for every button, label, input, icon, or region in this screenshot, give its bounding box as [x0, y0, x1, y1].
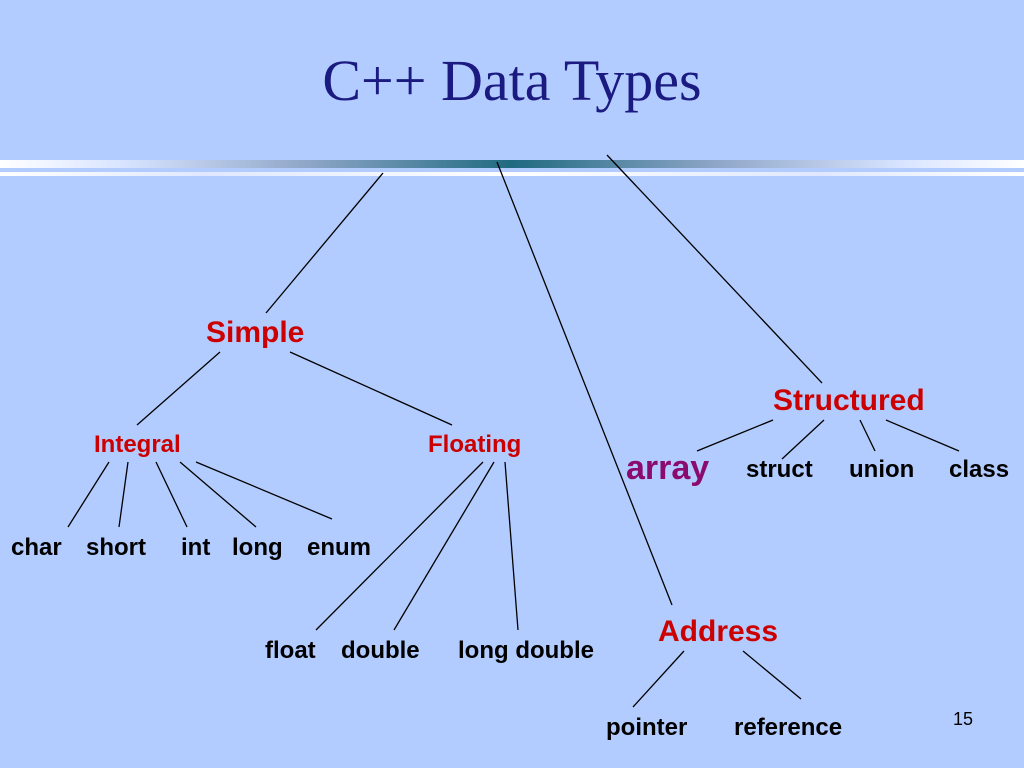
edge-address-reference — [742, 650, 802, 700]
node-class: class — [949, 456, 1010, 483]
node-integral: Integral — [94, 431, 181, 458]
edge-simple-integral — [136, 351, 221, 426]
node-long-double: long double — [458, 637, 594, 664]
node-double: double — [341, 637, 420, 664]
node-structured: Structured — [773, 384, 925, 417]
edge-simple-floating — [289, 351, 453, 426]
page-number: 15 — [953, 709, 974, 729]
node-int: int — [181, 534, 211, 561]
edge-root-structured — [606, 154, 823, 384]
node-union: union — [849, 456, 915, 483]
edge-floating-double — [393, 461, 495, 631]
node-long: long — [232, 534, 283, 561]
node-enum: enum — [307, 534, 372, 561]
edge-structured-array — [696, 419, 774, 452]
edge-integral-short — [118, 461, 129, 528]
node-floating: Floating — [428, 431, 522, 458]
edge-root-simple — [265, 172, 384, 314]
node-char: char — [11, 534, 62, 561]
edge-integral-char — [67, 461, 110, 528]
title-divider — [0, 160, 1024, 168]
edge-address-pointer — [632, 650, 685, 708]
edge-floating-float — [315, 461, 484, 631]
node-simple: Simple — [206, 316, 305, 349]
edge-integral-enum — [195, 461, 333, 520]
edge-root-address — [496, 161, 673, 606]
node-reference: reference — [734, 714, 843, 741]
node-float: float — [265, 637, 316, 664]
edge-structured-struct — [781, 419, 825, 460]
edge-structured-class — [885, 419, 960, 452]
edge-integral-int — [155, 461, 188, 528]
edge-floating-longdouble — [504, 461, 519, 631]
edge-integral-long — [179, 461, 257, 528]
slide-title: C++ Data Types — [322, 48, 702, 113]
node-short: short — [86, 534, 146, 561]
node-address: Address — [658, 615, 779, 648]
node-array: array — [626, 449, 710, 487]
node-pointer: pointer — [606, 714, 688, 741]
node-struct: struct — [746, 456, 813, 483]
title-divider-thin — [0, 172, 1024, 176]
edge-structured-union — [859, 419, 876, 452]
